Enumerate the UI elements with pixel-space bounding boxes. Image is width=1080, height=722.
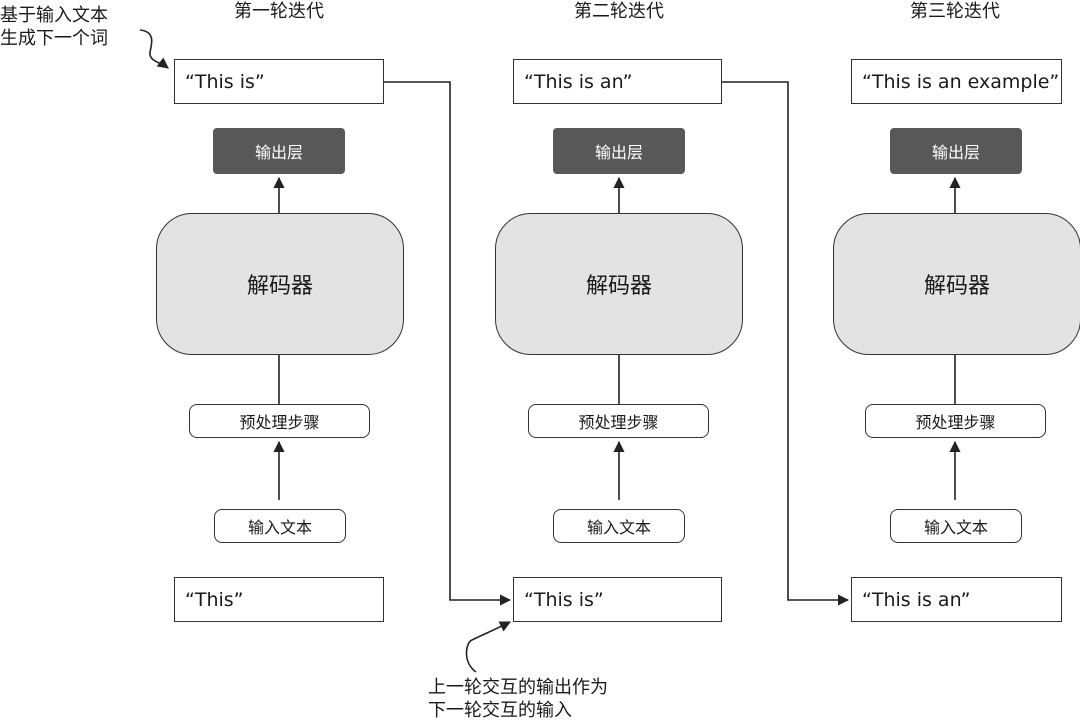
- annotation-bottom-line-2: 下一轮交互的输入: [428, 700, 572, 721]
- output-layer-box-3: 输出层: [890, 128, 1022, 174]
- preprocess-box-3: 预处理步骤: [865, 404, 1046, 438]
- preprocess-box-1: 预处理步骤: [189, 404, 370, 438]
- input-label-box-2: 输入文本: [553, 509, 685, 543]
- output-text-box-2: “This is an”: [513, 59, 722, 104]
- feedback-arrow-1-to-2: [384, 81, 512, 606]
- output-layer-box-2: 输出层: [553, 128, 685, 174]
- preprocess-box-2: 预处理步骤: [528, 404, 709, 438]
- input-text-box-3: “This is an”: [851, 577, 1062, 622]
- output-layer-box-1: 输出层: [213, 128, 345, 174]
- annotation-arrow-top: [139, 29, 169, 69]
- feedback-arrow-2-to-3: [722, 81, 850, 606]
- output-text-box-1: “This is”: [174, 59, 384, 104]
- decoder-box-3: 解码器: [833, 213, 1080, 355]
- annotation-top-left: 基于输入文本 生成下一个词: [0, 4, 108, 50]
- input-label-box-1: 输入文本: [214, 509, 346, 543]
- annotation-bottom: 上一轮交互的输出作为 下一轮交互的输入: [428, 676, 608, 722]
- decoder-box-2: 解码器: [495, 213, 743, 355]
- annotation-top-line-2: 生成下一个词: [0, 28, 108, 49]
- iteration-title-1: 第一轮迭代: [234, 1, 324, 22]
- iteration-title-3: 第三轮迭代: [910, 1, 1000, 22]
- output-text-box-3: “This is an example”: [851, 59, 1062, 104]
- input-text-box-1: “This”: [174, 577, 384, 622]
- annotation-top-line-1: 基于输入文本: [0, 5, 108, 26]
- input-text-box-2: “This is”: [513, 577, 722, 622]
- annotation-bottom-line-1: 上一轮交互的输出作为: [428, 677, 608, 698]
- input-label-box-3: 输入文本: [890, 509, 1022, 543]
- annotation-arrow-bottom: [465, 621, 512, 673]
- decoder-box-1: 解码器: [156, 213, 404, 355]
- iteration-title-2: 第二轮迭代: [574, 1, 664, 22]
